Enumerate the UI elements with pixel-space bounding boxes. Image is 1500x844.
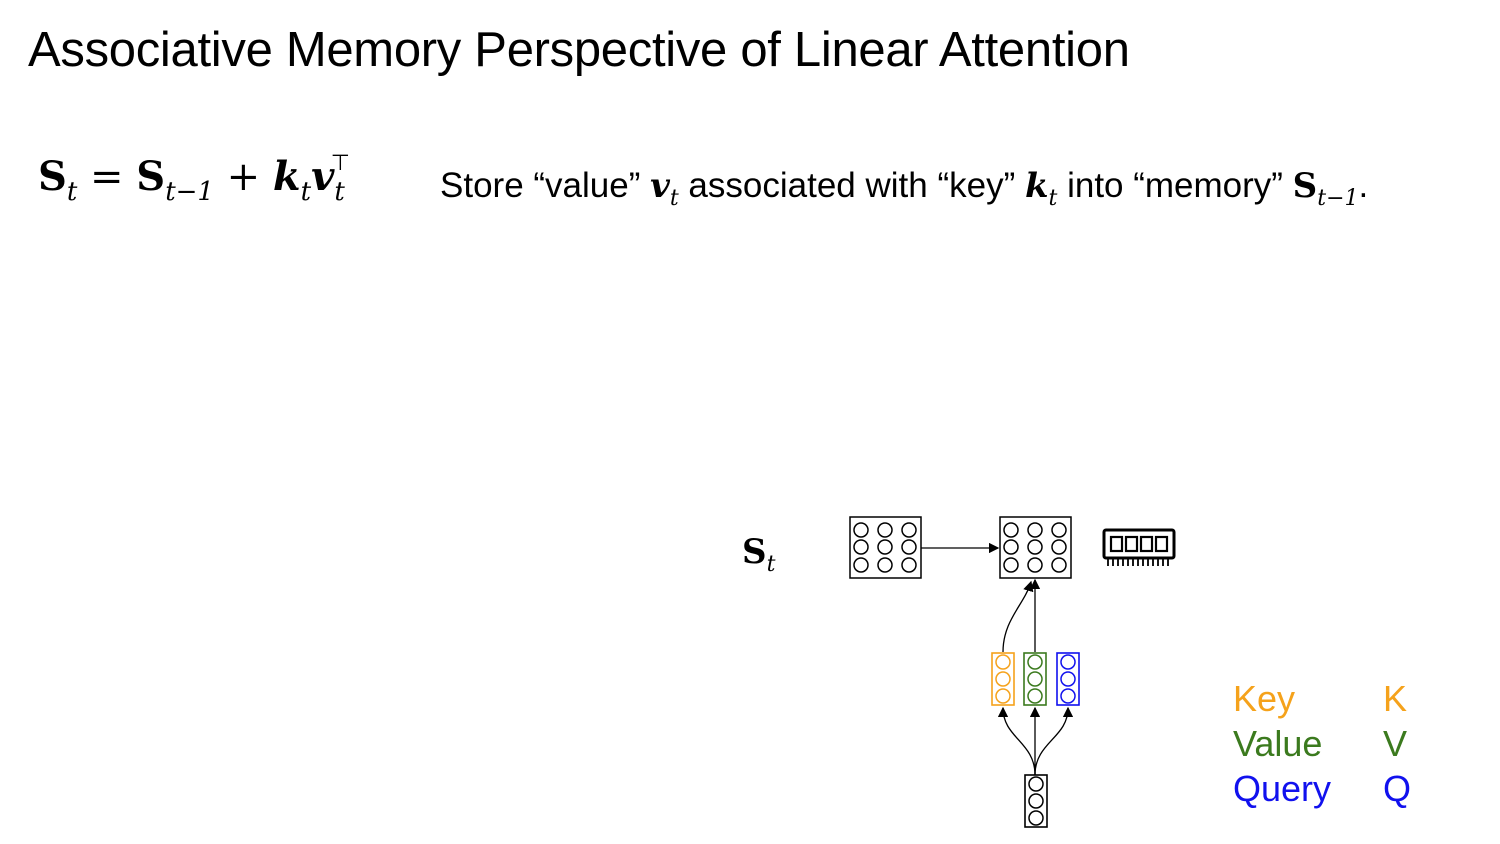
legend-key-symbol: K xyxy=(1383,678,1408,719)
legend-row-key: Key K xyxy=(1233,676,1411,721)
value-vector xyxy=(1023,652,1047,706)
eq-value: v xyxy=(311,153,335,200)
eq-prev-state-sub: t−1 xyxy=(165,177,214,207)
eq-key: k xyxy=(272,153,301,200)
input-vector xyxy=(1024,774,1048,828)
expl-value-sub: t xyxy=(669,186,679,211)
legend: Key K Value V Query Q xyxy=(1233,676,1411,811)
expl-key: k xyxy=(1024,166,1049,206)
slide-title: Associative Memory Perspective of Linear… xyxy=(28,23,1130,77)
state-label: St xyxy=(742,532,775,577)
eq-state: S xyxy=(38,153,67,200)
expl-text-1: Store “value” xyxy=(440,166,651,205)
eq-transpose: ⊤ xyxy=(330,150,350,175)
eq-equals: = xyxy=(77,154,137,200)
expl-text-2: associated with “key” xyxy=(678,166,1025,205)
eq-prev-state: S xyxy=(136,153,166,200)
expl-memory: S xyxy=(1292,166,1318,206)
key-to-state-arrow xyxy=(1002,580,1034,653)
equation-explanation: Store “value” vt associated with “key” k… xyxy=(440,166,1368,211)
expl-key-sub: t xyxy=(1048,186,1058,211)
input-to-query-arrow xyxy=(1034,706,1074,776)
expl-value: v xyxy=(650,166,670,206)
expl-memory-sub: t−1 xyxy=(1317,186,1359,211)
prev-state-matrix xyxy=(849,516,922,579)
query-vector xyxy=(1056,652,1080,706)
state-label-symbol: S xyxy=(742,532,767,572)
expl-text-3: into “memory” xyxy=(1057,166,1293,205)
memory-chip-icon xyxy=(1102,528,1176,566)
key-vector xyxy=(991,652,1015,706)
input-to-key-arrow xyxy=(997,706,1036,776)
legend-row-query: Query Q xyxy=(1233,766,1411,811)
eq-key-sub: t xyxy=(300,177,312,207)
legend-query-symbol: Q xyxy=(1383,768,1412,809)
expl-period: . xyxy=(1358,166,1369,205)
legend-value-name: Value xyxy=(1233,723,1323,764)
legend-value-symbol: V xyxy=(1383,723,1408,764)
current-state-matrix xyxy=(999,516,1072,579)
eq-state-sub: t xyxy=(66,177,78,207)
eq-plus: + xyxy=(213,154,273,200)
eq-value-sub: t xyxy=(334,177,345,207)
legend-query-name: Query xyxy=(1233,768,1332,809)
legend-row-value: Value V xyxy=(1233,721,1411,766)
update-equation: St = St−1 + ktvt⊤ xyxy=(38,150,350,220)
state-label-sub: t xyxy=(766,552,776,577)
legend-key-name: Key xyxy=(1233,678,1296,719)
